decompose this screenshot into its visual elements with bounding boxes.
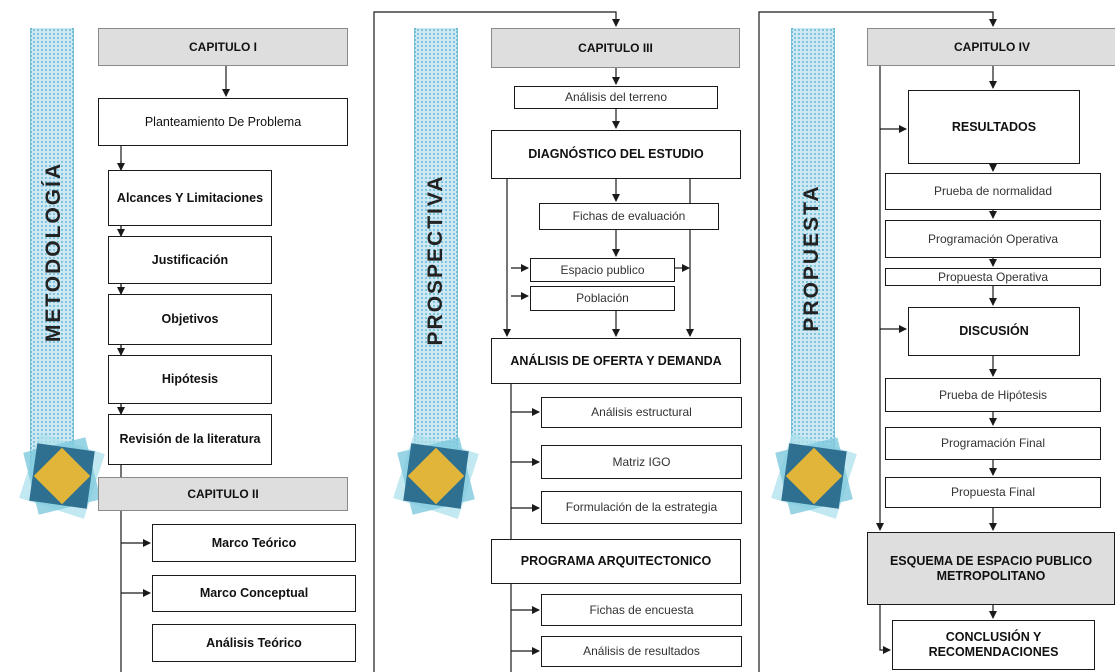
logo-icon — [771, 433, 857, 519]
prospectiva-label: PROSPECTIVA — [424, 174, 447, 346]
esquema-line-1: ESQUEMA DE ESPACIO PUBLICO — [889, 553, 1093, 568]
poblacion-box: Población — [530, 286, 675, 311]
formulacion-estrategia-box: Formulación de la estrategia — [541, 491, 742, 524]
hipotesis-box: Hipótesis — [108, 355, 272, 404]
programa-arquitectonico-box: PROGRAMA ARQUITECTONICO — [491, 539, 741, 584]
conclusion-box: CONCLUSIÓN Y RECOMENDACIONES — [892, 620, 1095, 670]
analisis-resultados-box: Análisis de resultados — [541, 636, 742, 667]
analisis-terreno-box: Análisis del terreno — [514, 86, 718, 109]
fichas-evaluacion-box: Fichas de evaluación — [539, 203, 719, 230]
methodology-band — [30, 28, 74, 476]
discusion-box: DISCUSIÓN — [908, 307, 1080, 356]
propuesta-final-box: Propuesta Final — [885, 477, 1101, 508]
propuesta-operativa-box: Propuesta Operativa — [885, 268, 1101, 286]
chapter-3-box: CAPITULO III — [491, 28, 740, 68]
diagnostico-box: DIAGNÓSTICO DEL ESTUDIO — [491, 130, 741, 179]
resultados-box: RESULTADOS — [908, 90, 1080, 164]
revision-literatura-box: Revisión de la literatura — [108, 414, 272, 465]
programacion-operativa-box: Programación Operativa — [885, 220, 1101, 258]
metodologia-label: METODOLOGÍA — [42, 161, 65, 343]
marco-teorico-box: Marco Teórico — [152, 524, 356, 562]
esquema-espacio-publico-box: ESQUEMA DE ESPACIO PUBLICO METROPOLITANO — [867, 532, 1115, 605]
analisis-estructural-box: Análisis estructural — [541, 397, 742, 428]
marco-conceptual-box: Marco Conceptual — [152, 575, 356, 612]
esquema-line-2: METROPOLITANO — [936, 568, 1046, 583]
prueba-normalidad-box: Prueba de normalidad — [885, 173, 1101, 210]
conclusion-line-2: RECOMENDACIONES — [928, 645, 1059, 659]
planteamiento-box: Planteamiento De Problema — [98, 98, 348, 146]
programacion-final-box: Programación Final — [885, 427, 1101, 460]
propuesta-label: PROPUESTA — [800, 184, 823, 332]
alcances-box: Alcances Y Limitaciones — [108, 170, 272, 226]
prospective-band — [414, 28, 458, 476]
espacio-publico-box: Espacio publico — [530, 258, 675, 282]
justificacion-box: Justificación — [108, 236, 272, 284]
fichas-encuesta-box: Fichas de encuesta — [541, 594, 742, 626]
chapter-1-box: CAPITULO I — [98, 28, 348, 66]
logo-icon — [19, 433, 105, 519]
chapter-4-box: CAPITULO IV — [867, 28, 1115, 66]
objetivos-box: Objetivos — [108, 294, 272, 345]
logo-icon — [393, 433, 479, 519]
proposal-band — [791, 28, 835, 476]
prueba-hipotesis-box: Prueba de Hipótesis — [885, 378, 1101, 412]
conclusion-line-1: CONCLUSIÓN Y — [945, 630, 1042, 644]
analisis-oferta-demanda-box: ANÁLISIS DE OFERTA Y DEMANDA — [491, 338, 741, 384]
matriz-igo-box: Matriz IGO — [541, 445, 742, 479]
chapter-2-box: CAPITULO II — [98, 477, 348, 511]
analisis-teorico-box: Análisis Teórico — [152, 624, 356, 662]
